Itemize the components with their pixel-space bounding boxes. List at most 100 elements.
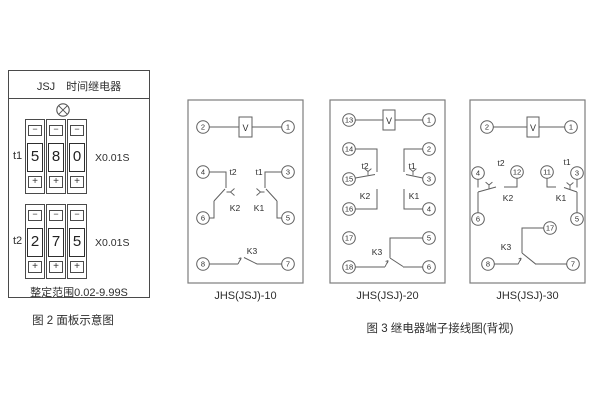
svg-text:3: 3 — [575, 169, 579, 178]
increment-button: + — [70, 261, 84, 273]
diagram-border — [329, 99, 446, 284]
svg-text:6: 6 — [476, 215, 480, 224]
svg-text:16: 16 — [345, 205, 353, 214]
figure2-caption: 图 2 面板示意图 — [32, 315, 114, 327]
terminal: 16 — [342, 202, 356, 216]
time-label: t2 — [361, 161, 368, 171]
wire — [355, 119, 423, 268]
terminal: 17 — [543, 221, 557, 235]
digit-wheel: 5 — [27, 143, 43, 172]
svg-text:15: 15 — [345, 175, 353, 184]
time-delay-icon — [485, 181, 493, 190]
terminal: 8 — [196, 257, 210, 271]
terminal: 13 — [342, 113, 356, 127]
diagram-caption: JHS(JSJ)-10 — [214, 290, 276, 302]
svg-text:13: 13 — [345, 116, 353, 125]
increment-button: + — [28, 261, 42, 273]
svg-text:1: 1 — [427, 116, 431, 125]
svg-text:14: 14 — [345, 145, 353, 154]
increment-button: + — [70, 176, 84, 188]
time-delay-icon — [226, 188, 235, 196]
t2-label: t2 — [13, 235, 23, 247]
digit-column: − 2 + — [25, 204, 45, 279]
coil-label: K1 — [254, 203, 265, 213]
coil-label: K1 — [556, 193, 567, 203]
time-label: t2 — [497, 158, 504, 168]
voltmeter-symbol — [238, 116, 253, 138]
time-label: t1 — [408, 161, 415, 171]
svg-text:4: 4 — [427, 205, 431, 214]
digit-wheel: 8 — [48, 143, 64, 172]
voltmeter-label: V — [386, 116, 392, 126]
svg-text:17: 17 — [546, 224, 554, 233]
diagram-jhs-20: V 13 1 14 2 15 3 16 4 17 5 18 6 t2 t1 K2… — [329, 99, 446, 302]
terminal: 5 — [281, 211, 295, 225]
voltmeter-label: V — [530, 123, 536, 133]
svg-text:2: 2 — [427, 145, 431, 154]
digit-column: − 8 + — [46, 119, 66, 194]
decrement-button: − — [49, 210, 63, 221]
t1-label: t1 — [13, 150, 23, 162]
diagram-caption: JHS(JSJ)-30 — [496, 290, 558, 302]
terminal: 3 — [422, 172, 436, 186]
time-delay-icon — [364, 168, 372, 176]
coil-label: K2 — [503, 193, 514, 203]
svg-text:7: 7 — [571, 260, 575, 269]
svg-text:12: 12 — [513, 168, 521, 177]
svg-text:2: 2 — [485, 123, 489, 132]
svg-text:5: 5 — [427, 234, 431, 243]
svg-text:2: 2 — [201, 123, 205, 132]
terminal: 5 — [570, 212, 584, 226]
wire — [209, 126, 282, 265]
digit-wheel: 2 — [27, 228, 43, 257]
diagram-caption: JHS(JSJ)-20 — [356, 290, 418, 302]
decrement-button: − — [28, 210, 42, 221]
svg-text:3: 3 — [427, 175, 431, 184]
digit-column: − 5 + — [25, 119, 45, 194]
terminal: 7 — [566, 257, 580, 271]
setting-range-text: 整定范围0.02-9.99S — [30, 287, 128, 299]
t1-multiplier: X0.01S — [95, 152, 130, 164]
terminal: 6 — [471, 212, 485, 226]
terminal: 18 — [342, 260, 356, 274]
voltmeter-label: V — [242, 123, 248, 133]
terminal: 4 — [422, 202, 436, 216]
contact-arrow-icon — [384, 260, 389, 268]
svg-text:4: 4 — [201, 168, 205, 177]
time-delay-icon — [566, 182, 574, 190]
svg-text:4: 4 — [476, 169, 480, 178]
terminal: 1 — [564, 120, 578, 134]
terminal: 6 — [422, 260, 436, 274]
voltmeter-symbol — [526, 116, 540, 138]
contact-arrow-icon — [517, 257, 522, 265]
svg-text:1: 1 — [569, 123, 573, 132]
digit-wheel: 5 — [69, 228, 85, 257]
decrement-button: − — [28, 125, 42, 136]
voltmeter-symbol — [382, 109, 396, 131]
coil-label: K3 — [372, 247, 383, 257]
svg-text:6: 6 — [201, 214, 205, 223]
t2-multiplier: X0.01S — [95, 237, 130, 249]
terminal: 3 — [281, 165, 295, 179]
wire — [477, 126, 578, 265]
terminal: 5 — [422, 231, 436, 245]
terminal: 3 — [570, 166, 584, 180]
coil-label: K1 — [409, 191, 420, 201]
time-delay-icon — [409, 168, 417, 176]
coil-label: K2 — [360, 191, 371, 201]
time-delay-icon — [256, 188, 265, 196]
diagram-jhs-30: V 2 1 4 12 11 3 6 5 17 8 7 t2 t1 K2 K1 K… — [469, 99, 586, 302]
terminal: 4 — [196, 165, 210, 179]
decrement-button: − — [49, 125, 63, 136]
svg-text:1: 1 — [286, 123, 290, 132]
diagram-jhs-10: V 2 1 4 3 6 5 8 7 t2 t1 K2 K1 K3 JHS(JSJ… — [187, 99, 304, 302]
diagram-border — [469, 99, 586, 284]
terminal: 17 — [342, 231, 356, 245]
terminal: 15 — [342, 172, 356, 186]
increment-button: + — [49, 261, 63, 273]
coil-label: K2 — [230, 203, 241, 213]
diagram-border — [187, 99, 304, 284]
svg-text:5: 5 — [575, 215, 579, 224]
svg-text:8: 8 — [201, 260, 205, 269]
